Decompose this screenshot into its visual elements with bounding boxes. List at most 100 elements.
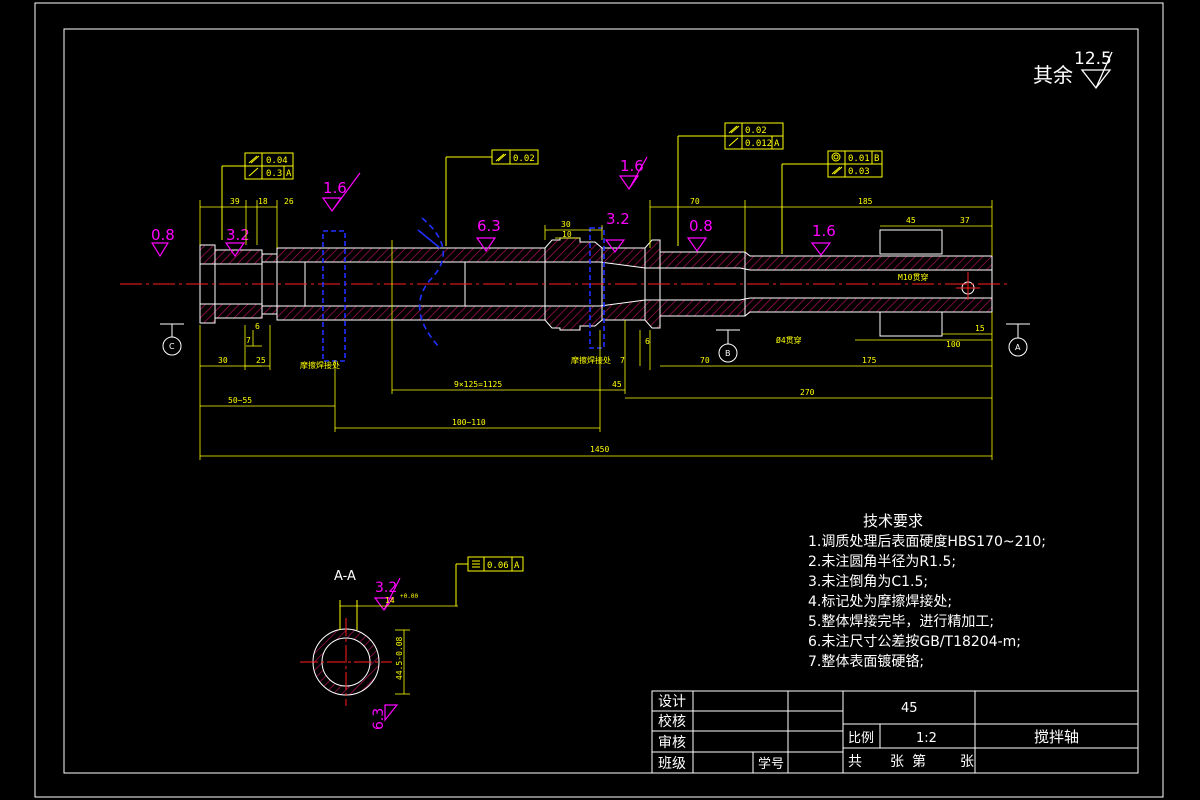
default-roughness: 其余 12.5 <box>1033 49 1113 90</box>
datum-letters: C B A <box>169 342 1021 358</box>
tb-design: 设计 <box>658 694 686 710</box>
title-block-text: 设计 校核 审核 班级 学号 45 比例 1:2 搅拌轴 共 张 第 张 <box>658 694 1079 772</box>
requirement-6: 6.未注尺寸公差按GB/T18204-m; <box>808 634 1021 650</box>
datum-markers <box>160 323 1030 363</box>
tb-sheet-zhang2: 张 <box>960 754 974 770</box>
technical-requirements: 技术要求 1.调质处理后表面硬度HBS170~210; 2.未注圆角半径为R1.… <box>808 512 1046 670</box>
dim-39: 39 <box>230 197 240 206</box>
datum-a: A <box>1015 343 1021 352</box>
weld-left-label: 摩擦焊接处 <box>300 360 340 370</box>
weld-marks <box>322 217 605 362</box>
dim-18: 18 <box>258 197 268 206</box>
section-view: A-A 3.2 6.3 <box>300 569 397 730</box>
dim-6b: 6 <box>255 322 260 331</box>
tb-student-no: 学号 <box>758 756 784 772</box>
tol-ru-0: 0.02 <box>745 126 767 136</box>
section-roughness-top: 3.2 <box>375 580 397 596</box>
tb-sheet-total: 共 <box>848 754 862 770</box>
datum-c: C <box>169 342 175 351</box>
datum-b: B <box>725 349 731 358</box>
dim-100: 100 <box>946 340 961 349</box>
dim-30: 30 <box>561 220 571 229</box>
tolerance-symbols <box>248 125 843 568</box>
tol-ru-1: 0.012 <box>745 139 772 149</box>
inner-border <box>63 28 1139 774</box>
roughness-2: 1.6 <box>323 179 347 197</box>
tol-left-0: 0.04 <box>266 156 288 166</box>
tb-scale-label: 比例 <box>848 731 874 746</box>
tol-left-datum: A <box>286 169 292 179</box>
dim-b175: 175 <box>862 356 877 365</box>
requirement-1: 1.调质处理后表面硬度HBS170~210; <box>808 534 1046 550</box>
roughness-values: 0.8 3.2 1.6 6.3 3.2 1.6 0.8 1.6 <box>151 157 836 244</box>
dim-6a: 6 <box>645 337 650 346</box>
tol-rl-1: 0.03 <box>848 167 870 177</box>
tol-rl-datum: B <box>874 154 879 164</box>
requirement-2: 2.未注圆角半径为R1.5; <box>808 554 956 570</box>
weld-mid-label: 摩擦焊接处 <box>571 355 611 365</box>
shaft-section <box>199 229 993 337</box>
tol-section: 0.06 <box>487 561 509 571</box>
dim-b25: 25 <box>256 356 266 365</box>
requirements-title: 技术要求 <box>863 512 923 530</box>
roughness-default-value: 12.5 <box>1074 49 1112 69</box>
dim-100-110: 100~110 <box>452 418 486 427</box>
roughness-7: 1.6 <box>812 222 836 240</box>
dim-26: 26 <box>284 197 294 206</box>
roughness-1: 3.2 <box>226 226 250 244</box>
dimension-lines <box>199 200 993 695</box>
dim-10: 10 <box>562 230 572 239</box>
roughness-3: 6.3 <box>477 217 501 235</box>
tolerance-values: 0.04 0.3 A 0.02 0.02 0.012 A 0.01 0.03 B… <box>266 126 879 571</box>
tb-scale-value: 1:2 <box>916 731 937 746</box>
tol-section-datum: A <box>514 561 520 571</box>
tb-part-name: 搅拌轴 <box>1034 728 1079 746</box>
thread-label: M10贯穿 <box>898 272 928 282</box>
tb-sheet-di: 第 <box>912 753 926 770</box>
dim-70: 70 <box>690 197 700 206</box>
roughness-6: 0.8 <box>689 217 713 235</box>
dimension-texts: 39 18 26 30 10 70 185 45 37 15 100 30 25… <box>218 197 985 680</box>
tb-material: 45 <box>901 701 918 716</box>
dim-50-55: 50~55 <box>228 396 252 405</box>
dim-b30: 30 <box>218 356 228 365</box>
requirement-7: 7.整体表面镀硬铬; <box>808 653 924 670</box>
roughness-prefix: 其余 <box>1033 63 1073 87</box>
dim-45: 45 <box>906 216 916 225</box>
section-dim-top: 14 <box>385 596 395 605</box>
tol-rl-0: 0.01 <box>848 154 870 164</box>
tol-left-1: 0.3 <box>266 169 282 179</box>
dim-15: 15 <box>975 324 985 333</box>
title-block <box>651 690 1139 774</box>
dim-270: 270 <box>800 388 815 397</box>
dim-b7: 7 <box>246 336 251 345</box>
dim-total: 1450 <box>590 445 609 454</box>
tb-sheet-zhang: 张 <box>890 754 904 770</box>
roughness-marks <box>150 156 832 722</box>
section-dim-top-tol: +0.00 <box>400 593 418 600</box>
dim-b70: 70 <box>700 356 710 365</box>
dim-37: 37 <box>960 216 970 225</box>
tol-ru-datum: A <box>774 139 780 149</box>
requirement-4: 4.标记处为摩擦焊接处; <box>808 593 952 610</box>
tb-class: 班级 <box>658 756 686 772</box>
section-title: A-A <box>334 569 356 584</box>
tolerance-frames <box>221 122 883 606</box>
roughness-5: 1.6 <box>620 157 644 175</box>
outer-border <box>34 2 1164 798</box>
tb-check: 校核 <box>658 713 686 730</box>
roughness-0: 0.8 <box>151 226 175 244</box>
hole-label: Ø4贯穿 <box>776 335 802 345</box>
dim-pitch: 9×125=1125 <box>454 380 502 389</box>
dim-b7r: 7 <box>620 356 625 365</box>
tb-review: 审核 <box>658 735 686 751</box>
requirement-3: 3.未注倒角为C1.5; <box>808 574 928 590</box>
dim-185: 185 <box>858 197 873 206</box>
requirement-5: 5.整体焊接完毕，进行精加工; <box>808 613 994 630</box>
dim-b45: 45 <box>612 380 622 389</box>
roughness-4: 3.2 <box>606 210 630 228</box>
tol-middle: 0.02 <box>513 154 535 164</box>
section-dim-side: 44.5-0.08 <box>395 636 404 680</box>
section-roughness-side: 6.3 <box>371 708 387 730</box>
